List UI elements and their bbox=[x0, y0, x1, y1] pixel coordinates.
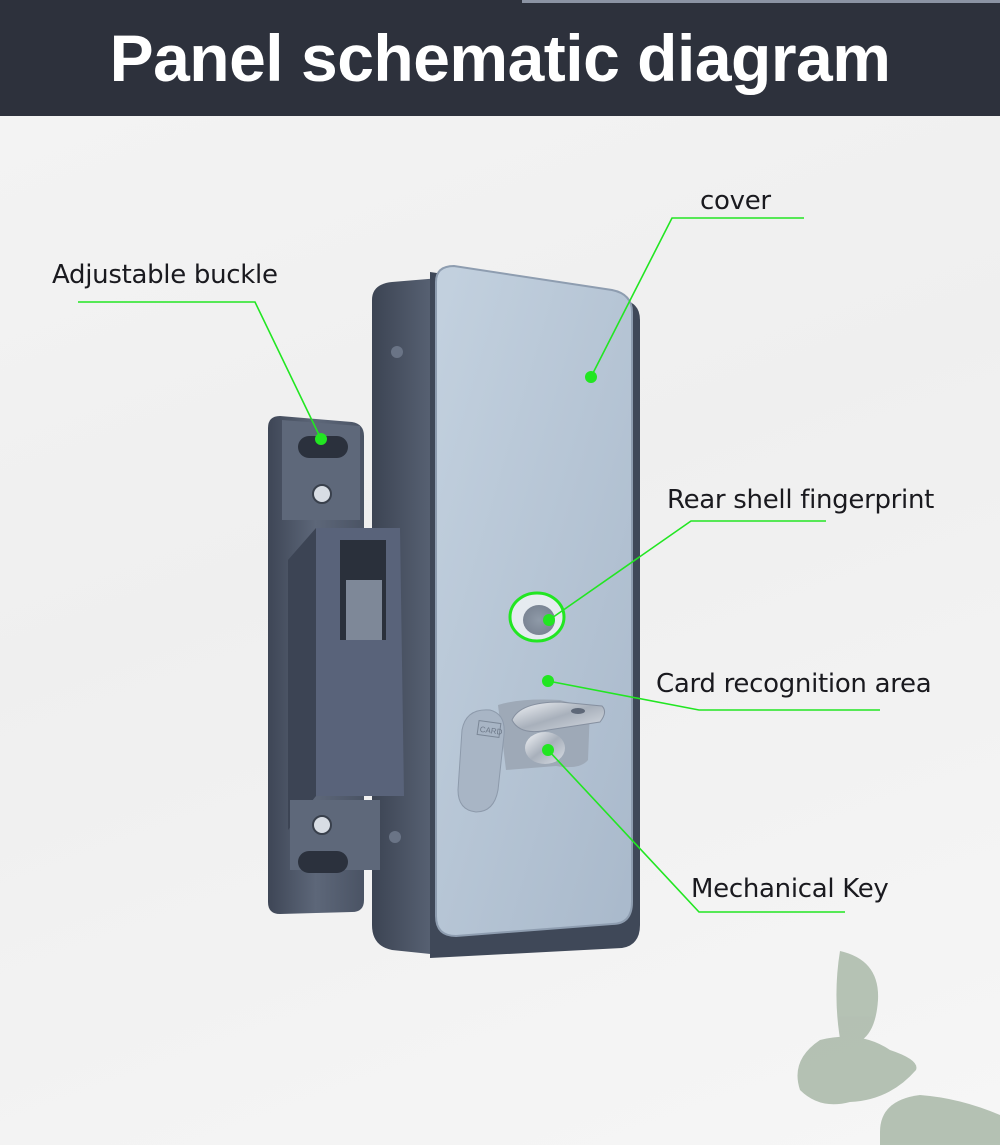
label-cover: cover bbox=[700, 186, 771, 216]
callout-line-cover bbox=[590, 217, 804, 378]
slot-top bbox=[298, 436, 348, 458]
callout-line-key bbox=[547, 749, 845, 913]
label-rear-shell-fingerprint: Rear shell fingerprint bbox=[667, 485, 935, 515]
callout-dot-fingerprint bbox=[543, 614, 555, 626]
label-card-recognition-area: Card recognition area bbox=[656, 669, 932, 699]
callout-lines bbox=[78, 217, 880, 913]
label-mechanical-key: Mechanical Key bbox=[691, 874, 889, 904]
banner-top-strip bbox=[522, 0, 1000, 3]
callout-line-buckle bbox=[78, 301, 322, 440]
callout-line-fingerprint bbox=[548, 520, 826, 621]
screw-icon bbox=[389, 831, 401, 843]
page-title: Panel schematic diagram bbox=[109, 21, 891, 95]
screw-icon bbox=[312, 815, 332, 835]
title-banner: Panel schematic diagram bbox=[0, 0, 1000, 116]
slot-bottom bbox=[298, 851, 348, 873]
callout-line-card bbox=[547, 680, 880, 711]
callout-dot-buckle bbox=[315, 433, 327, 445]
callout-dot-card bbox=[542, 675, 554, 687]
screw-icon bbox=[312, 484, 332, 504]
callout-dot-cover bbox=[585, 371, 597, 383]
fingerprint-sensor bbox=[508, 591, 566, 643]
card-tab-text: CARD bbox=[479, 725, 503, 737]
label-adjustable-buckle: Adjustable buckle bbox=[52, 260, 278, 290]
adjustable-buckle-part bbox=[268, 416, 404, 914]
callout-dot-key bbox=[542, 744, 554, 756]
screw-icon bbox=[391, 346, 403, 358]
